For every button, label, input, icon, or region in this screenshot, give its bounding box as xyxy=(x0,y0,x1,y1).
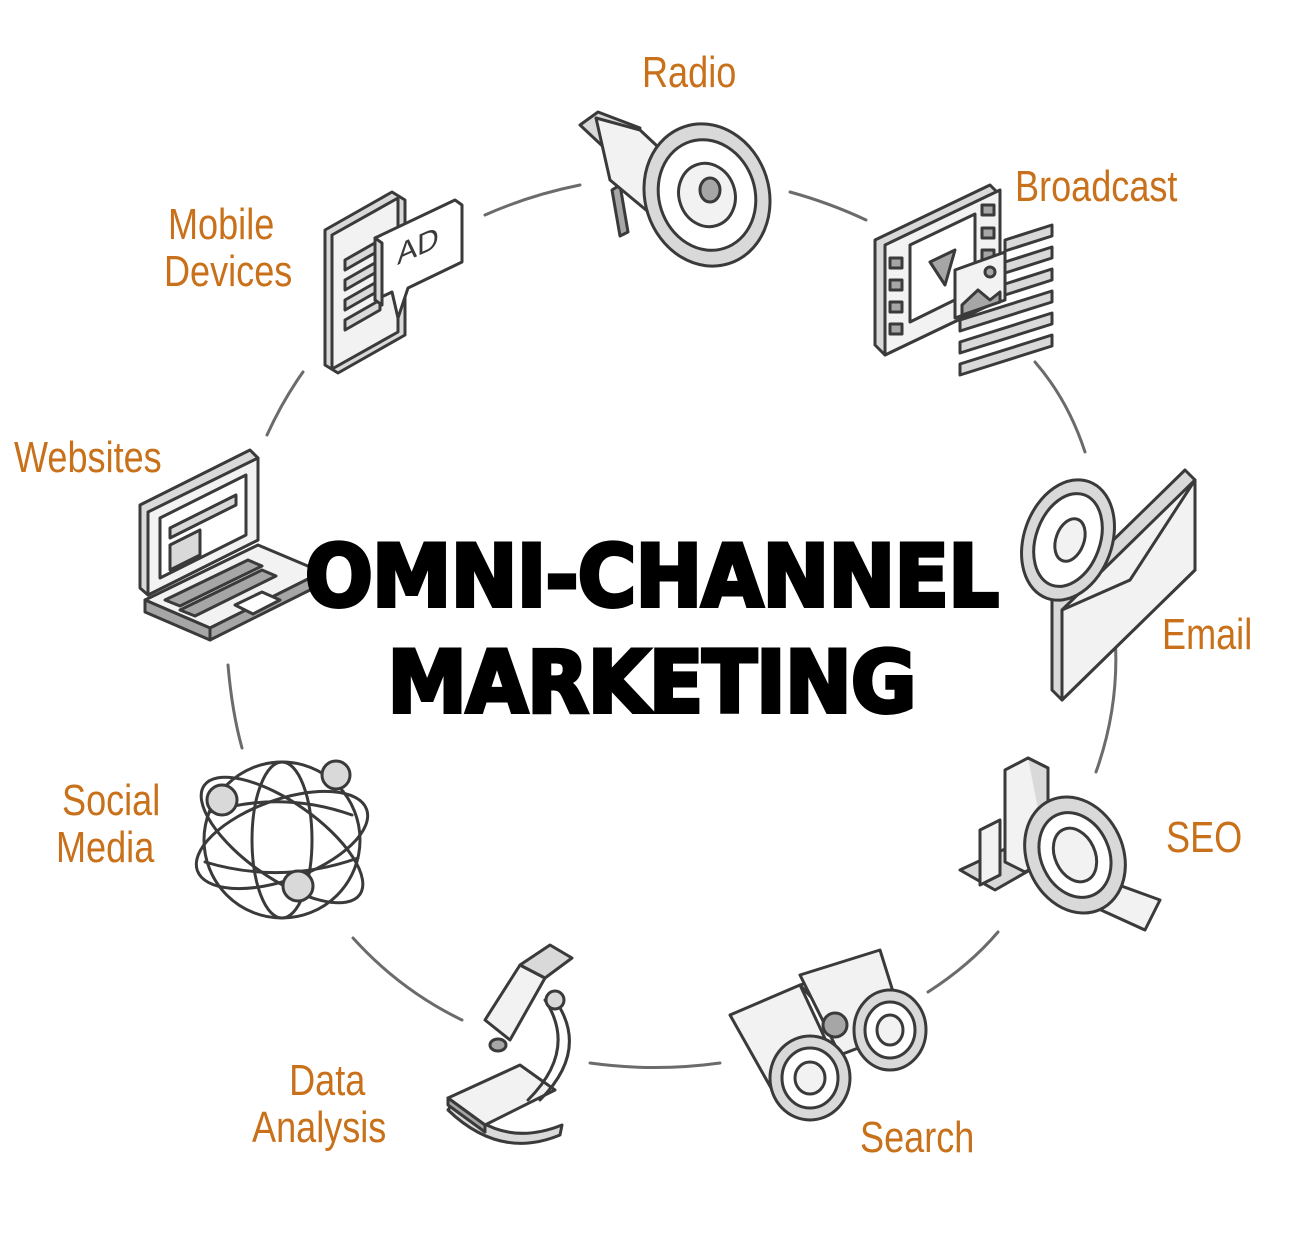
label-broadcast: Broadcast xyxy=(1015,162,1178,211)
arc-search-data xyxy=(588,1061,722,1069)
globe-network-icon xyxy=(194,759,370,920)
bar-chart-magnifier-icon xyxy=(958,756,1162,932)
label-search: Search xyxy=(860,1113,975,1162)
connector-ring xyxy=(226,183,1118,1069)
arc-websites-mobile xyxy=(265,370,305,437)
label-radio: Radio xyxy=(642,48,737,97)
label-seo: SEO xyxy=(1166,813,1243,862)
label-mobile-devices-line-2: Devices xyxy=(164,247,293,296)
label-social-media-line-2: Media xyxy=(56,823,155,872)
label-social-media-line-1: Social xyxy=(62,776,161,825)
label-websites: Websites xyxy=(14,433,162,482)
title-line-1: OMNI-CHANNEL xyxy=(303,527,1001,627)
film-strip-icon xyxy=(873,183,1054,377)
arc-social-websites xyxy=(226,663,244,750)
microscope-icon xyxy=(446,943,574,1145)
envelope-at-icon xyxy=(1020,468,1197,702)
arc-broadcast-email xyxy=(1033,360,1087,454)
label-mobile-devices-line-1: Mobile xyxy=(168,200,275,249)
arc-email-seo xyxy=(1094,633,1118,774)
arc-mobile-radio xyxy=(483,183,582,217)
arc-radio-broadcast xyxy=(788,190,868,222)
label-data-analysis-line-2: Analysis xyxy=(252,1103,387,1152)
laptop-icon xyxy=(138,448,324,642)
arc-seo-search xyxy=(926,930,1000,994)
phone-ad-icon: AD xyxy=(323,190,464,375)
label-email: Email xyxy=(1162,610,1253,659)
label-data-analysis-line-1: Data xyxy=(289,1056,366,1105)
binoculars-icon xyxy=(728,948,928,1122)
arc-data-social xyxy=(351,936,464,1022)
title-line-2: MARKETING xyxy=(386,633,919,733)
megaphone-icon xyxy=(578,110,772,268)
